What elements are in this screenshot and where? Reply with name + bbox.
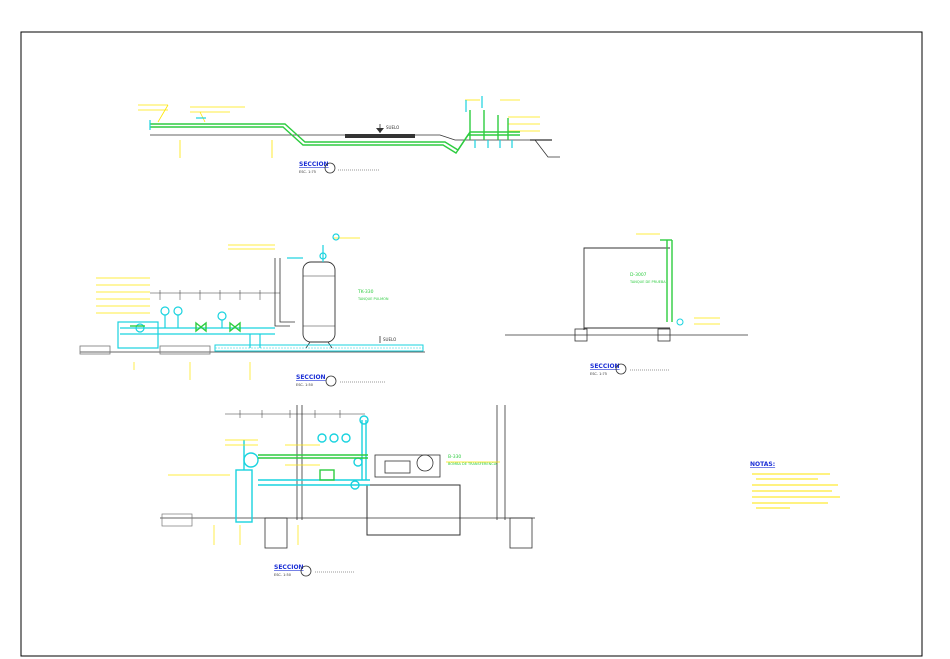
- section-bottom-marker: [300, 565, 312, 577]
- section-middle-right-tag-sub: TANQUE DE PRUEBA: [629, 280, 666, 284]
- section-top-suelo-label: SUELO: [386, 125, 399, 130]
- section-bottom-title: SECCION: [274, 564, 304, 571]
- section-middle-left-tag-sub: TANQUE PULMON: [357, 297, 389, 301]
- pump-b330: [374, 454, 441, 478]
- section-middle-right-drawing: D-3007 TANQUE DE PRUEBA SECCION ESC. 1:7…: [505, 233, 748, 376]
- section-bottom-tag-sub: BOMBA DE TRANSFERENCIA: [448, 462, 498, 466]
- section-middle-left-marker: [325, 375, 337, 387]
- section-middle-left-drawing: TK-330 TANQUE PULMON SUELO SECCION ESC. …: [79, 233, 425, 387]
- section-middle-right-scale: ESC. 1:75: [590, 372, 607, 376]
- section-middle-right-marker: [615, 363, 627, 375]
- section-bottom-drawing: B-330 BOMBA DE TRANSFERENCIA SECCION ESC…: [160, 405, 535, 577]
- section-middle-left-title: SECCION: [296, 374, 326, 381]
- section-top-scale: ESC. 1:75: [299, 170, 316, 174]
- section-middle-right-tag: D-3007: [630, 272, 647, 278]
- section-top-marker: [324, 162, 336, 174]
- section-top-title: SECCION: [299, 161, 329, 168]
- section-top-drawing: SUELO SECCION ESC. 1:75: [138, 96, 560, 174]
- section-middle-left-scale: ESC. 1:50: [296, 383, 313, 387]
- section-middle-left-suelo-label: SUELO: [383, 337, 396, 342]
- section-middle-left-tag: TK-330: [357, 289, 374, 295]
- sheet-frame: [20, 31, 923, 657]
- notes-title: NOTAS:: [750, 461, 775, 468]
- section-middle-right-title: SECCION: [590, 363, 620, 370]
- notes-block: NOTAS:: [750, 461, 840, 509]
- tank-tk330: [302, 261, 336, 343]
- section-bottom-scale: ESC. 1:50: [274, 573, 291, 577]
- section-bottom-tag: B-330: [448, 454, 461, 460]
- bottom-pit: [366, 484, 461, 536]
